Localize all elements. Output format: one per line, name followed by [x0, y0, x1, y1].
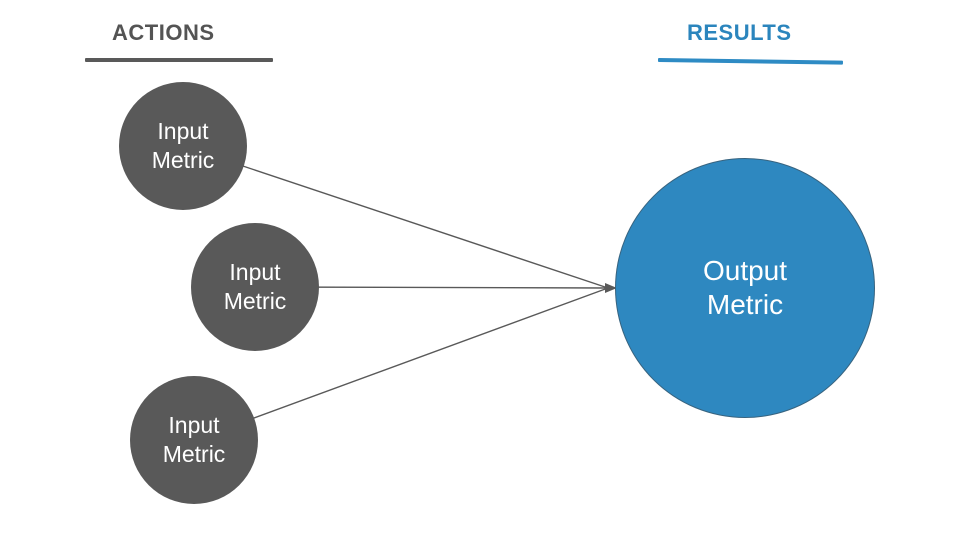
input-metric-node-3: Input Metric — [130, 376, 258, 504]
connector-line-1 — [182, 145, 609, 289]
connector-line-3 — [193, 287, 609, 441]
arrowhead-icon — [605, 283, 617, 293]
input-metric-3-label-line1: Input — [168, 412, 220, 438]
input-metric-1-label-line1: Input — [157, 118, 209, 144]
results-header: RESULTS — [687, 20, 792, 45]
input-metric-1-label-line2: Metric — [151, 147, 215, 173]
output-metric-node: Output Metric — [615, 158, 875, 418]
input-metric-node-1: Input Metric — [119, 82, 247, 210]
input-metric-2-label-line1: Input — [229, 259, 281, 285]
actions-underline — [85, 58, 273, 62]
output-metric-label-line1: Output — [702, 255, 788, 286]
input-metric-node-2: Input Metric — [191, 223, 319, 351]
output-metric-label-line2: Metric — [706, 289, 784, 320]
input-metric-3-label-line2: Metric — [162, 441, 226, 467]
input-metric-2-label-line2: Metric — [223, 288, 287, 314]
actions-header: ACTIONS — [112, 20, 215, 45]
